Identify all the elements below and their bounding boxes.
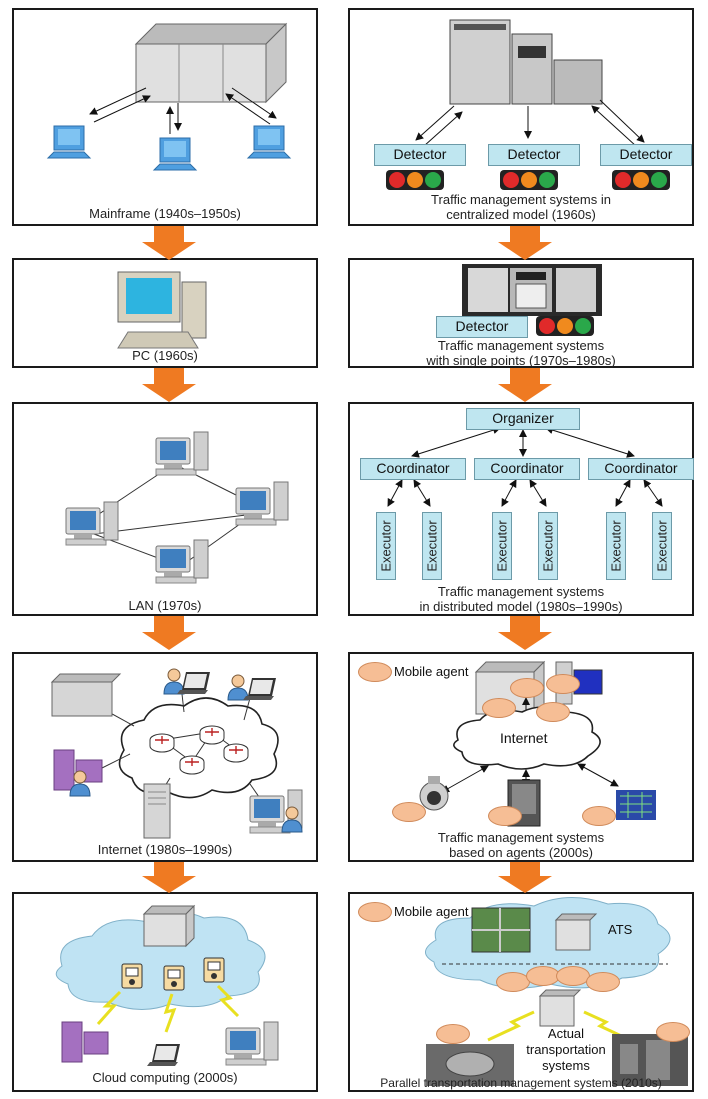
executor-label: Executor: [654, 520, 670, 572]
executor-label: Executor: [540, 520, 556, 572]
agents-caption-line2: based on agents (2000s): [449, 845, 593, 860]
down-arrow-icon: [498, 616, 552, 650]
mobile-agent-icon: [358, 662, 392, 682]
agent-bubble: [582, 806, 616, 826]
agent-bubble: [496, 972, 530, 992]
parallel-caption: Parallel transportation management syste…: [380, 1076, 662, 1090]
single-points-caption-line1: Traffic management systems: [437, 338, 605, 353]
executor-label: Executor: [608, 520, 624, 572]
detector-box-2: Detector: [488, 144, 580, 166]
lan-panel: LAN (1970s): [12, 402, 318, 616]
coordinator-box-2: Coordinator: [474, 458, 580, 480]
organizer-box: Organizer: [466, 408, 580, 430]
agent-bubble: [526, 966, 560, 986]
down-arrow-icon: [142, 226, 196, 260]
detector-box-3: Detector: [600, 144, 692, 166]
mainframe-panel: Mainframe (1940s–1950s): [12, 8, 318, 226]
pc-caption: PC (1960s): [132, 348, 198, 363]
actual-systems-line1: Actual: [547, 1026, 585, 1041]
controller-illustration: [462, 264, 602, 316]
agent-bubble: [536, 702, 570, 722]
executor-box-5: Executor: [606, 512, 626, 580]
executor-label: Executor: [378, 520, 394, 572]
centralized-caption-line1: Traffic management systems in: [431, 192, 611, 207]
agent-bubble: [586, 972, 620, 992]
coordinator-box-1: Coordinator: [360, 458, 466, 480]
distributed-caption-line1: Traffic management systems: [437, 584, 605, 599]
executor-box-3: Executor: [492, 512, 512, 580]
internet-caption: Internet (1980s–1990s): [97, 842, 233, 857]
internet-illustration: [50, 668, 303, 839]
single-points-panel: Detector Traffic management systems with…: [348, 258, 694, 368]
internet-label: Internet: [500, 730, 548, 746]
mobile-agent-label: Mobile agent: [394, 904, 469, 919]
pc-illustration: [117, 271, 207, 349]
agent-bubble: [488, 806, 522, 826]
agent-bubble: [482, 698, 516, 718]
centralized-caption-line2: centralized model (1960s): [446, 207, 596, 222]
traffic-light-single: [536, 316, 594, 336]
coordinator-box-3: Coordinator: [588, 458, 694, 480]
cloud-panel: Cloud computing (2000s): [12, 892, 318, 1092]
down-arrow-icon: [498, 368, 552, 402]
detector-box-single: Detector: [436, 316, 528, 338]
executor-box-6: Executor: [652, 512, 672, 580]
single-points-caption-line2: with single points (1970s–1980s): [426, 353, 616, 368]
centralized-panel: Detector Detector Detector Traffic manag…: [348, 8, 694, 226]
cloud-illustration: [55, 904, 279, 1066]
executor-label: Executor: [494, 520, 510, 572]
internet-panel: Internet (1980s–1990s): [12, 652, 318, 862]
lan-caption: LAN (1970s): [128, 598, 202, 613]
down-arrow-icon: [142, 368, 196, 402]
traffic-light-3: [612, 170, 670, 190]
executor-box-4: Executor: [538, 512, 558, 580]
agent-bubble: [556, 966, 590, 986]
lan-illustration: [65, 431, 289, 584]
down-arrow-icon: [498, 226, 552, 260]
agent-bubble: [510, 678, 544, 698]
distributed-caption-line2: in distributed model (1980s–1990s): [419, 599, 623, 614]
actual-systems-line3: systems: [542, 1058, 590, 1073]
pc-panel: PC (1960s): [12, 258, 318, 368]
executor-box-1: Executor: [376, 512, 396, 580]
cloud-caption: Cloud computing (2000s): [92, 1070, 238, 1085]
detector-box-1: Detector: [374, 144, 466, 166]
down-arrow-icon: [498, 862, 552, 893]
mobile-agent-icon: [358, 902, 392, 922]
distributed-panel: Organizer Coordinator Coordinator Coordi…: [348, 402, 694, 616]
distributed-arrows: [387, 426, 663, 507]
centralized-illustration: [415, 19, 645, 147]
ats-label: ATS: [608, 922, 633, 937]
parallel-illustration: [425, 896, 688, 1086]
executor-box-2: Executor: [422, 512, 442, 580]
agent-bubble: [436, 1024, 470, 1044]
agents-panel: Mobile agent Internet Traffic management…: [348, 652, 694, 862]
mobile-agent-label: Mobile agent: [394, 664, 469, 679]
traffic-light-1: [386, 170, 444, 190]
down-arrow-icon: [142, 862, 196, 893]
agent-bubble: [656, 1022, 690, 1042]
mainframe-illustration: [47, 22, 291, 171]
mainframe-caption: Mainframe (1940s–1950s): [89, 206, 241, 221]
executor-label: Executor: [424, 520, 440, 572]
down-arrow-icon: [142, 616, 196, 650]
agent-bubble: [546, 674, 580, 694]
agent-bubble: [392, 802, 426, 822]
parallel-panel: Mobile agent ATS Actual transportation s…: [348, 892, 694, 1092]
traffic-light-2: [500, 170, 558, 190]
agents-caption-line1: Traffic management systems: [437, 830, 605, 845]
actual-systems-line2: transportation: [526, 1042, 606, 1057]
